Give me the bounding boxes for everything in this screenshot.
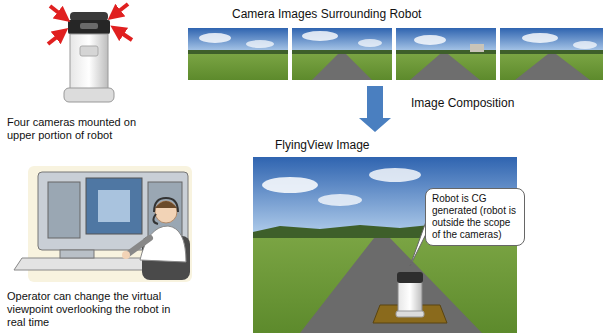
operator-figure — [14, 166, 192, 282]
callout-bubble: Robot is CG generated (robot is outside … — [425, 188, 525, 246]
image-strip: Camera Images Surrounding Robot — [188, 4, 603, 82]
robot-figure — [48, 4, 132, 102]
composite-image: FlyingView ImageRobot is CG generated (r… — [253, 136, 518, 333]
edge-label: Image Composition — [409, 96, 516, 110]
node-text: Camera Images Surrounding Robot — [232, 7, 603, 21]
caption-text: Operator can change the virtual viewpoin… — [7, 290, 191, 329]
flow-arrow — [359, 86, 391, 132]
camera-photos — [188, 28, 603, 80]
caption-text: Four cameras mounted on upper portion of… — [7, 116, 149, 142]
node-text: FlyingView Image — [275, 138, 518, 152]
node-text: Robot is CG generated (robot is outside … — [432, 193, 518, 241]
